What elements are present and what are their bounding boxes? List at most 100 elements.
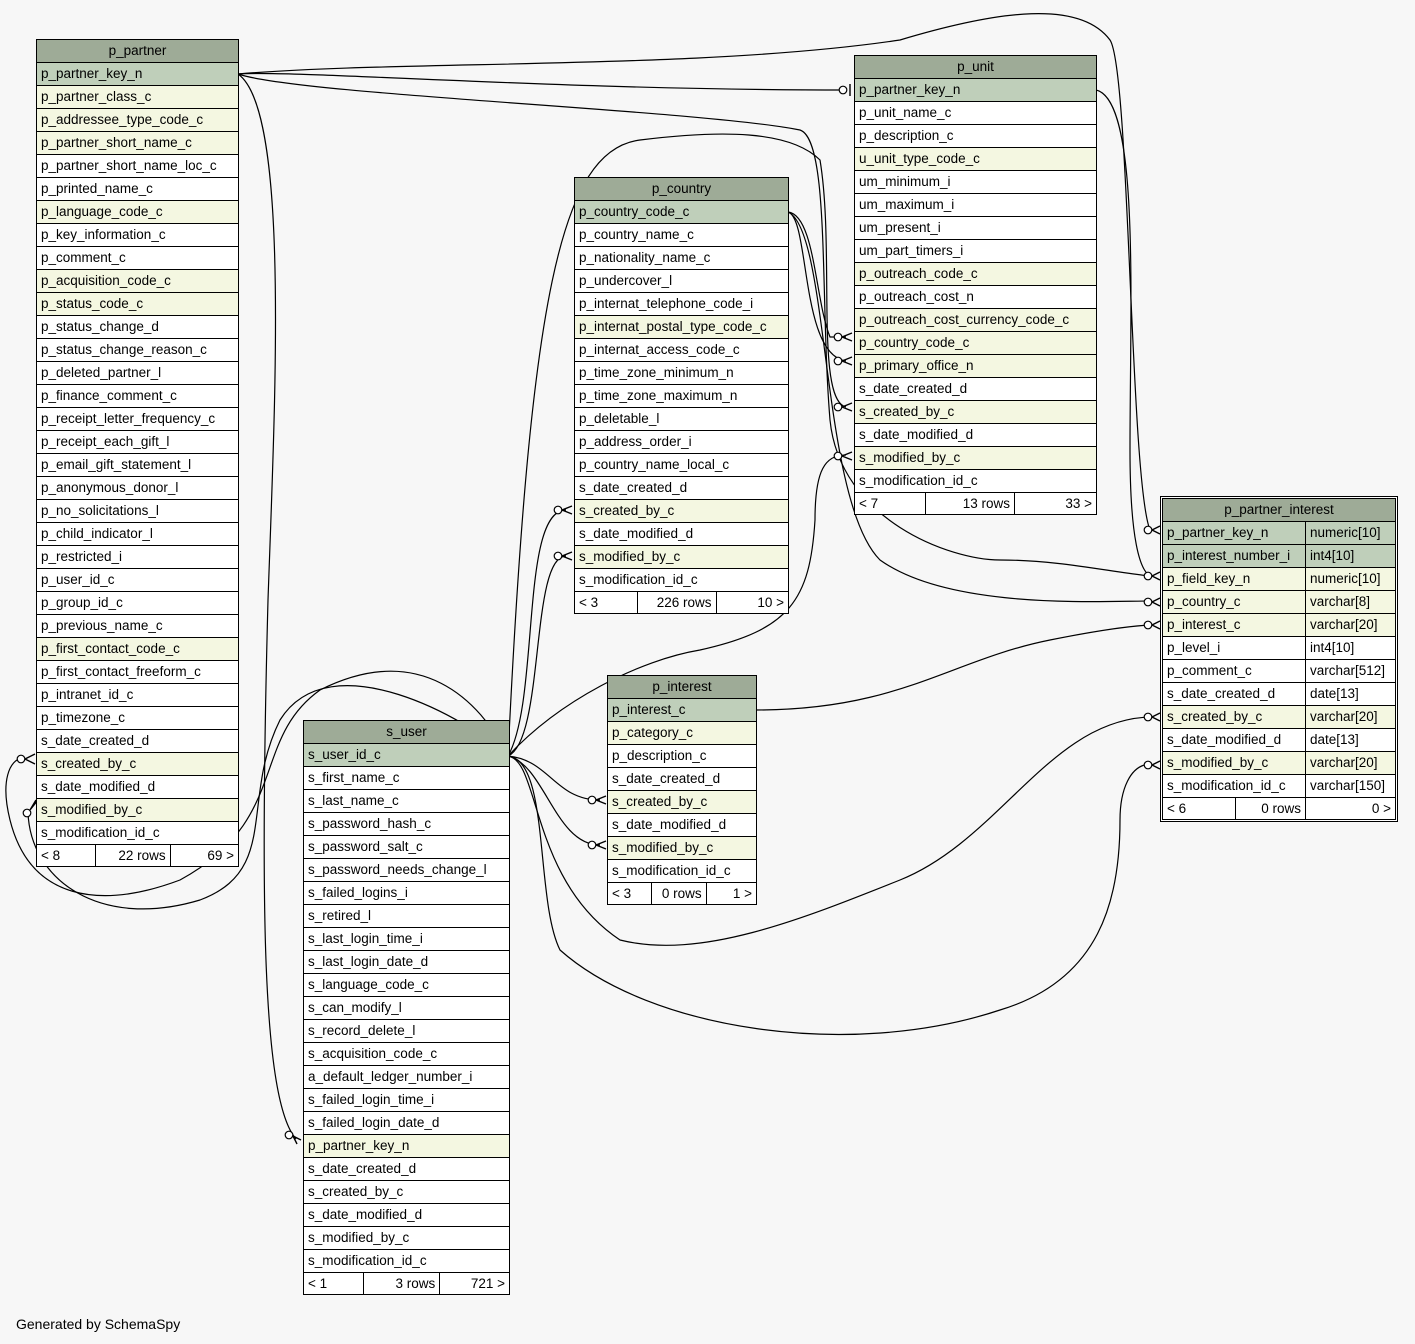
column-row[interactable]: s_user_id_c [304,744,509,767]
column-row[interactable]: s_modified_by_c [608,837,756,860]
parents-count[interactable]: < 3 [612,886,632,901]
column-row[interactable]: p_receipt_letter_frequency_c [37,408,238,431]
column-row[interactable]: p_comment_c [37,247,238,270]
table-title[interactable]: p_country [575,178,788,201]
table-title[interactable]: p_partner_interest [1163,499,1395,522]
column-row[interactable]: s_date_modified_d [575,523,788,546]
table-title[interactable]: p_partner [37,40,238,63]
column-row[interactable]: s_password_hash_c [304,813,509,836]
column-row[interactable]: s_modification_id_c [608,860,756,883]
column-row[interactable]: p_deleted_partner_l [37,362,238,385]
column-row[interactable]: s_first_name_c [304,767,509,790]
column-row[interactable]: s_date_created_d [575,477,788,500]
column-row[interactable]: p_intranet_id_c [37,684,238,707]
column-row[interactable]: s_modification_id_c [37,822,238,845]
column-row[interactable]: p_acquisition_code_c [37,270,238,293]
column-row[interactable]: p_deletable_l [575,408,788,431]
column-row[interactable]: s_modified_by_c [304,1227,509,1250]
column-row[interactable]: p_restricted_i [37,546,238,569]
column-row[interactable]: s_failed_logins_i [304,882,509,905]
column-row[interactable]: p_country_code_c [855,332,1096,355]
column-row[interactable]: p_addressee_type_code_c [37,109,238,132]
column-row[interactable]: s_date_created_d [304,1158,509,1181]
column-row[interactable]: p_time_zone_minimum_n [575,362,788,385]
column-row[interactable]: s_modification_id_c [575,569,788,592]
column-row[interactable]: s_modified_by_c [575,546,788,569]
column-row[interactable]: s_modified_by_c [855,447,1096,470]
column-row[interactable]: s_last_login_date_d [304,951,509,974]
column-row[interactable]: p_time_zone_maximum_n [575,385,788,408]
table-title[interactable]: p_interest [608,676,756,699]
column-row[interactable]: p_finance_comment_c [37,385,238,408]
column-row[interactable]: s_language_code_c [304,974,509,997]
column-row[interactable]: s_last_name_c [304,790,509,813]
children-count[interactable]: 1 > [705,883,756,904]
column-row[interactable]: s_created_by_c [855,401,1096,424]
column-row[interactable]: s_date_modified_d [608,814,756,837]
column-row[interactable]: p_partner_short_name_c [37,132,238,155]
column-row[interactable]: p_timezone_c [37,707,238,730]
column-row[interactable]: p_internat_postal_type_code_c [575,316,788,339]
column-row[interactable]: s_modified_by_c [37,799,238,822]
column-row[interactable]: um_minimum_i [855,171,1096,194]
column-row[interactable]: p_status_code_c [37,293,238,316]
column-row[interactable]: p_internat_telephone_code_i [575,293,788,316]
column-row[interactable]: s_password_salt_c [304,836,509,859]
column-row[interactable]: p_no_solicitations_l [37,500,238,523]
column-row[interactable]: s_date_created_d [608,768,756,791]
parents-count[interactable]: < 8 [41,848,61,863]
column-row[interactable]: p_country_code_c [575,201,788,224]
column-row[interactable]: s_date_modified_d [37,776,238,799]
column-row[interactable]: s_created_by_c [37,753,238,776]
parents-count[interactable]: < 6 [1167,801,1187,816]
column-row[interactable]: p_partner_class_c [37,86,238,109]
column-row[interactable]: p_email_gift_statement_l [37,454,238,477]
parents-count[interactable]: < 1 [308,1276,328,1291]
column-row[interactable]: p_partner_short_name_loc_c [37,155,238,178]
column-row[interactable]: um_present_i [855,217,1096,240]
column-row[interactable]: p_outreach_code_c [855,263,1096,286]
column-row[interactable]: p_unit_name_c [855,102,1096,125]
column-row[interactable]: p_partner_key_n [37,63,238,86]
children-count[interactable]: 10 > [715,592,788,613]
column-row[interactable]: s_password_needs_change_l [304,859,509,882]
column-row[interactable]: p_anonymous_donor_l [37,477,238,500]
column-row[interactable]: p_partner_key_n [304,1135,509,1158]
column-row[interactable]: p_country_name_c [575,224,788,247]
column-row[interactable]: u_unit_type_code_c [855,148,1096,171]
column-row[interactable]: s_created_by_c [608,791,756,814]
column-row[interactable]: p_receipt_each_gift_l [37,431,238,454]
column-row[interactable]: s_retired_l [304,905,509,928]
column-row[interactable]: p_printed_name_c [37,178,238,201]
column-row[interactable]: p_key_information_c [37,224,238,247]
column-row[interactable]: s_failed_login_time_i [304,1089,509,1112]
column-row[interactable]: p_interest_c [608,699,756,722]
column-row[interactable]: p_address_order_i [575,431,788,454]
column-row[interactable]: p_group_id_c [37,592,238,615]
column-row[interactable]: s_date_created_d [855,378,1096,401]
column-row[interactable]: p_status_change_d [37,316,238,339]
column-row[interactable]: p_description_c [855,125,1096,148]
column-row[interactable]: a_default_ledger_number_i [304,1066,509,1089]
column-row[interactable]: p_child_indicator_l [37,523,238,546]
column-row[interactable]: p_primary_office_n [855,355,1096,378]
column-row[interactable]: s_date_modified_d [304,1204,509,1227]
column-row[interactable]: s_modification_id_c [304,1250,509,1273]
table-title[interactable]: s_user [304,721,509,744]
column-row[interactable]: p_first_contact_freeform_c [37,661,238,684]
column-row[interactable]: s_date_created_d [37,730,238,753]
column-row[interactable]: s_can_modify_l [304,997,509,1020]
column-row[interactable]: p_description_c [608,745,756,768]
table-title[interactable]: p_unit [855,56,1096,79]
column-row[interactable]: p_previous_name_c [37,615,238,638]
